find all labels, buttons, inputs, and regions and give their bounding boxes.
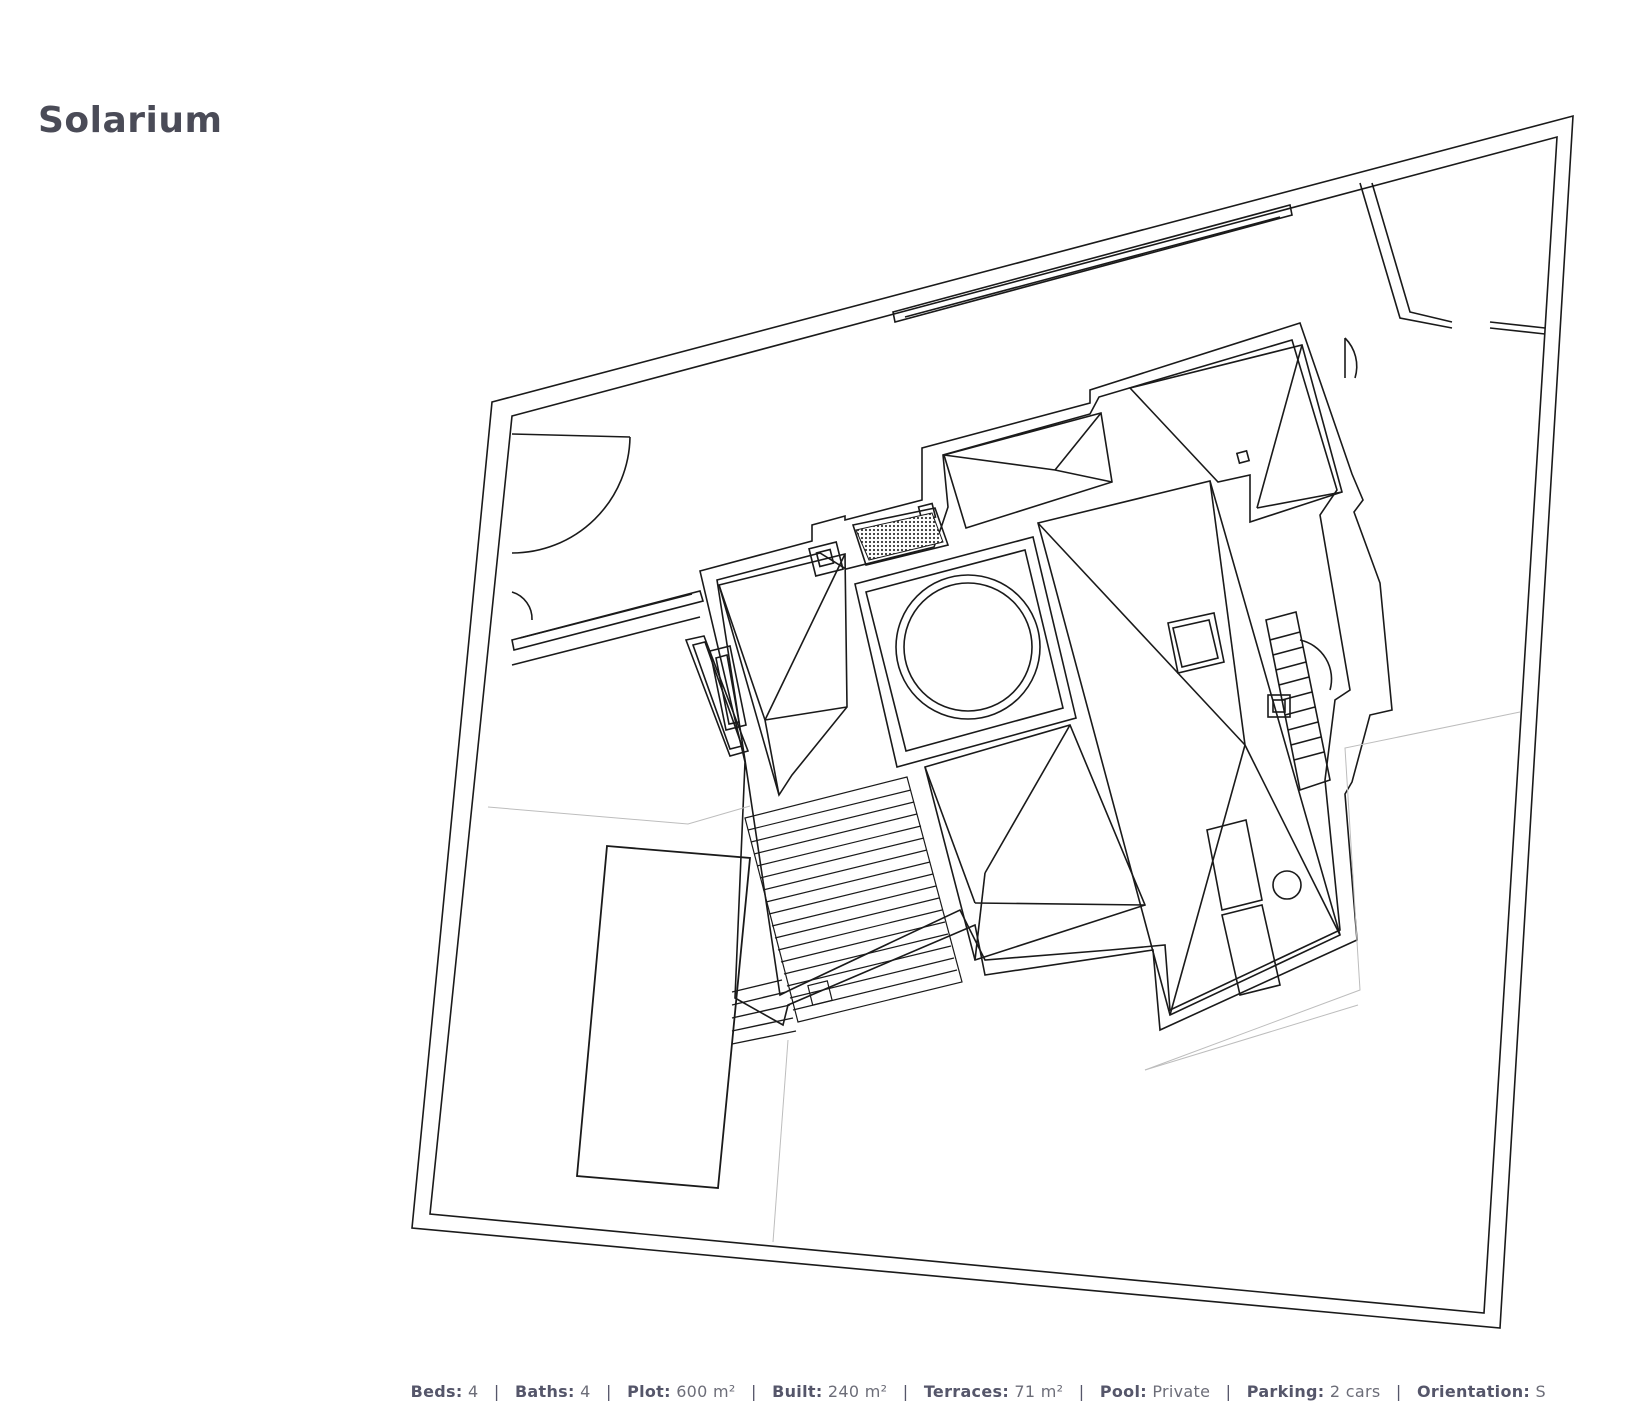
pool [576,845,751,1189]
roof-room-northeast [1128,344,1343,524]
central-courtyard [854,536,1077,768]
spec-plot-key: Plot: [627,1382,671,1401]
spec-orientation-value: S [1535,1382,1546,1401]
spec-baths-value: 4 [580,1382,591,1401]
skylight [1167,612,1225,674]
spec-separator: | [605,1382,612,1401]
dotted-fill [855,512,944,561]
spec-parking-value: 2 cars [1329,1382,1381,1401]
spec-separator: | [493,1382,500,1401]
spec-separator: | [1395,1382,1402,1401]
deck-steps [731,979,797,1045]
spec-built-key: Built: [772,1382,823,1401]
plot-boundary [411,114,1574,1329]
spec-parking-key: Parking: [1246,1382,1325,1401]
planter-strip-top [892,204,1293,323]
hatched-block [851,507,950,566]
spec-pool-key: Pool: [1099,1382,1147,1401]
spec-separator: | [1078,1382,1085,1401]
spec-built-value: 240 m² [827,1382,888,1401]
chimney-blocks [808,502,937,577]
entry-door [511,433,631,621]
property-specs: Beds: 4 | Baths: 4 | Plot: 600 m² | Buil… [411,1382,1546,1401]
staircase [1265,611,1333,792]
spec-beds-key: Beds: [410,1382,463,1401]
roof-room-south [924,724,1147,962]
roof-room-upper-left [718,552,848,797]
spec-beds-value: 4 [467,1382,479,1401]
faint-contours [487,711,1521,1243]
building-outline [699,322,1393,1032]
spec-plot-value: 600 m² [676,1382,736,1401]
vent-marker [1235,449,1251,465]
spec-separator: | [902,1382,909,1401]
planter-strip-left [511,590,705,666]
spec-pool-value: Private [1152,1382,1211,1401]
spec-terraces-key: Terraces: [923,1382,1010,1401]
spec-separator: | [1225,1382,1232,1401]
west-bench [684,635,750,757]
page-title: Solarium [38,100,223,141]
deck-area [744,776,963,1023]
corner-gate [1344,182,1546,379]
spec-separator: | [751,1382,757,1401]
roof-room-east-long [1037,480,1341,1017]
fixtures [1206,819,1302,996]
spec-baths-key: Baths: [514,1382,575,1401]
spec-orientation-key: Orientation: [1416,1382,1531,1401]
roof-room-north [942,411,1113,530]
spec-terraces-value: 71 m² [1014,1382,1064,1401]
